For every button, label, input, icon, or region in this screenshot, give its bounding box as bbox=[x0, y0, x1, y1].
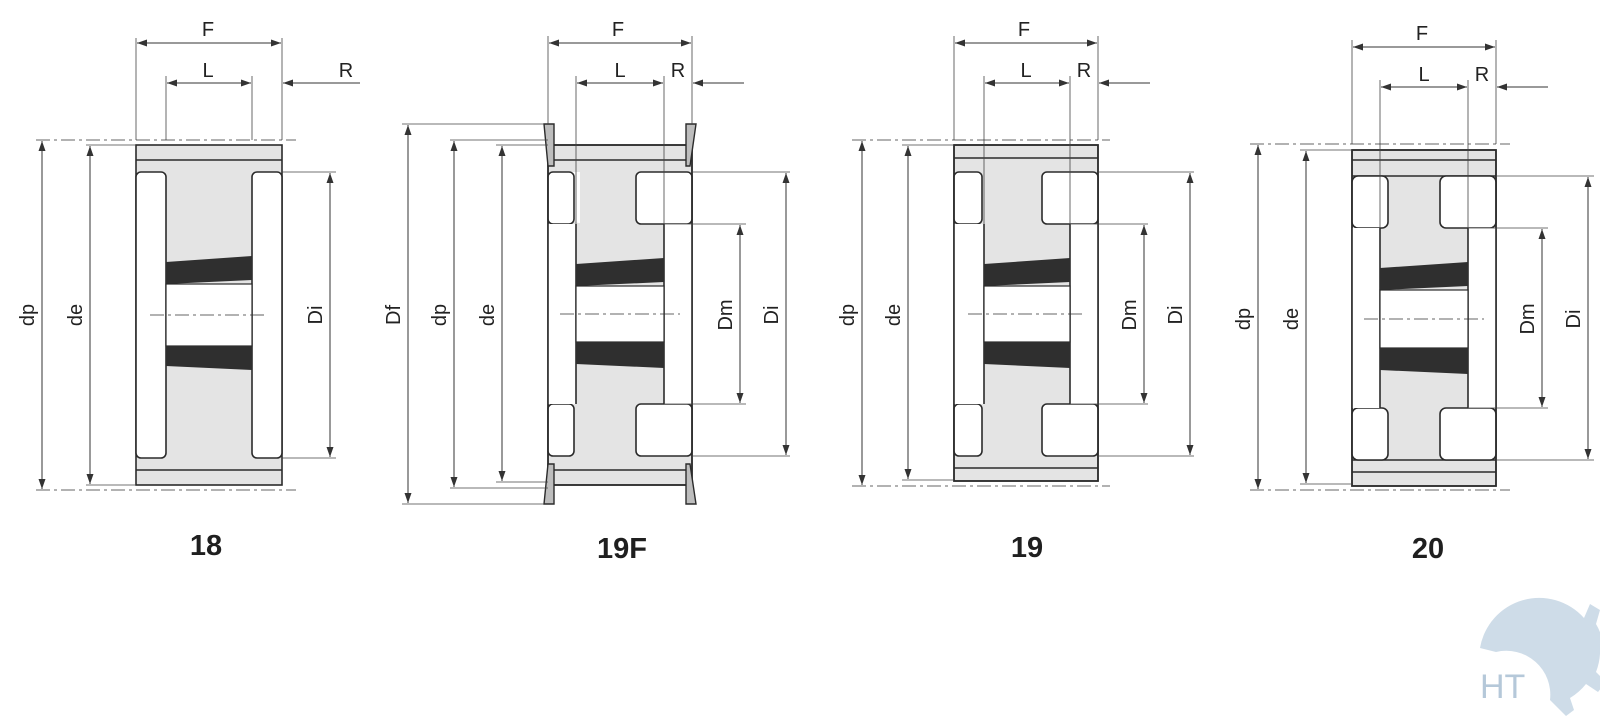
label-de: de bbox=[883, 304, 905, 326]
drawing-19: F L R dp de Dm Di 19 bbox=[837, 19, 1194, 564]
flange-top-right bbox=[685, 123, 697, 167]
flange-bottom-right bbox=[685, 463, 697, 505]
drawing-19F: F L R Df dp de Dm Di 19F bbox=[383, 19, 790, 565]
taper-band-bottom bbox=[984, 342, 1070, 368]
taper-band-bottom bbox=[1380, 348, 1468, 374]
label-F: F bbox=[202, 19, 214, 41]
taper-band-top bbox=[984, 258, 1070, 286]
label-dp: dp bbox=[429, 304, 451, 326]
flange-top-left bbox=[543, 123, 555, 167]
gear-icon bbox=[1480, 597, 1600, 716]
label-L: L bbox=[614, 60, 625, 82]
taper-band-top bbox=[166, 256, 252, 284]
label-dp: dp bbox=[17, 304, 39, 326]
logo-text: HT bbox=[1480, 668, 1525, 706]
label-Di: Di bbox=[761, 306, 783, 325]
label-F: F bbox=[1018, 19, 1030, 41]
label-F: F bbox=[612, 19, 624, 41]
label-Di: Di bbox=[1563, 310, 1585, 329]
label-R: R bbox=[1077, 60, 1091, 82]
label-Df: Df bbox=[383, 305, 405, 325]
taper-band-top bbox=[576, 258, 664, 286]
label-L: L bbox=[202, 60, 213, 82]
gear-logo: HT bbox=[1480, 597, 1600, 716]
label-L: L bbox=[1418, 64, 1429, 86]
label-Di: Di bbox=[305, 306, 327, 325]
label-Dm: Dm bbox=[1517, 303, 1539, 334]
taper-band-bottom bbox=[576, 342, 664, 368]
label-de: de bbox=[477, 304, 499, 326]
label-R: R bbox=[1475, 64, 1489, 86]
label-L: L bbox=[1020, 60, 1031, 82]
label-Di: Di bbox=[1165, 306, 1187, 325]
label-Dm: Dm bbox=[715, 299, 737, 330]
label-R: R bbox=[671, 60, 685, 82]
caption-20: 20 bbox=[1412, 533, 1444, 565]
label-R: R bbox=[339, 60, 353, 82]
taper-band-bottom bbox=[166, 346, 252, 370]
label-dp: dp bbox=[837, 304, 859, 326]
drawing-18: F L R dp de Di 18 bbox=[17, 19, 360, 562]
label-dp: dp bbox=[1233, 308, 1255, 330]
label-F: F bbox=[1416, 23, 1428, 45]
flange-bottom-left bbox=[543, 463, 555, 505]
drawing-20: F L R dp de Dm Di 20 bbox=[1233, 23, 1594, 565]
label-Dm: Dm bbox=[1119, 299, 1141, 330]
label-de: de bbox=[1281, 308, 1303, 330]
caption-18: 18 bbox=[190, 530, 222, 562]
label-de: de bbox=[65, 304, 87, 326]
taper-band-top bbox=[1380, 262, 1468, 290]
caption-19: 19 bbox=[1011, 532, 1043, 564]
caption-19F: 19F bbox=[597, 533, 647, 565]
